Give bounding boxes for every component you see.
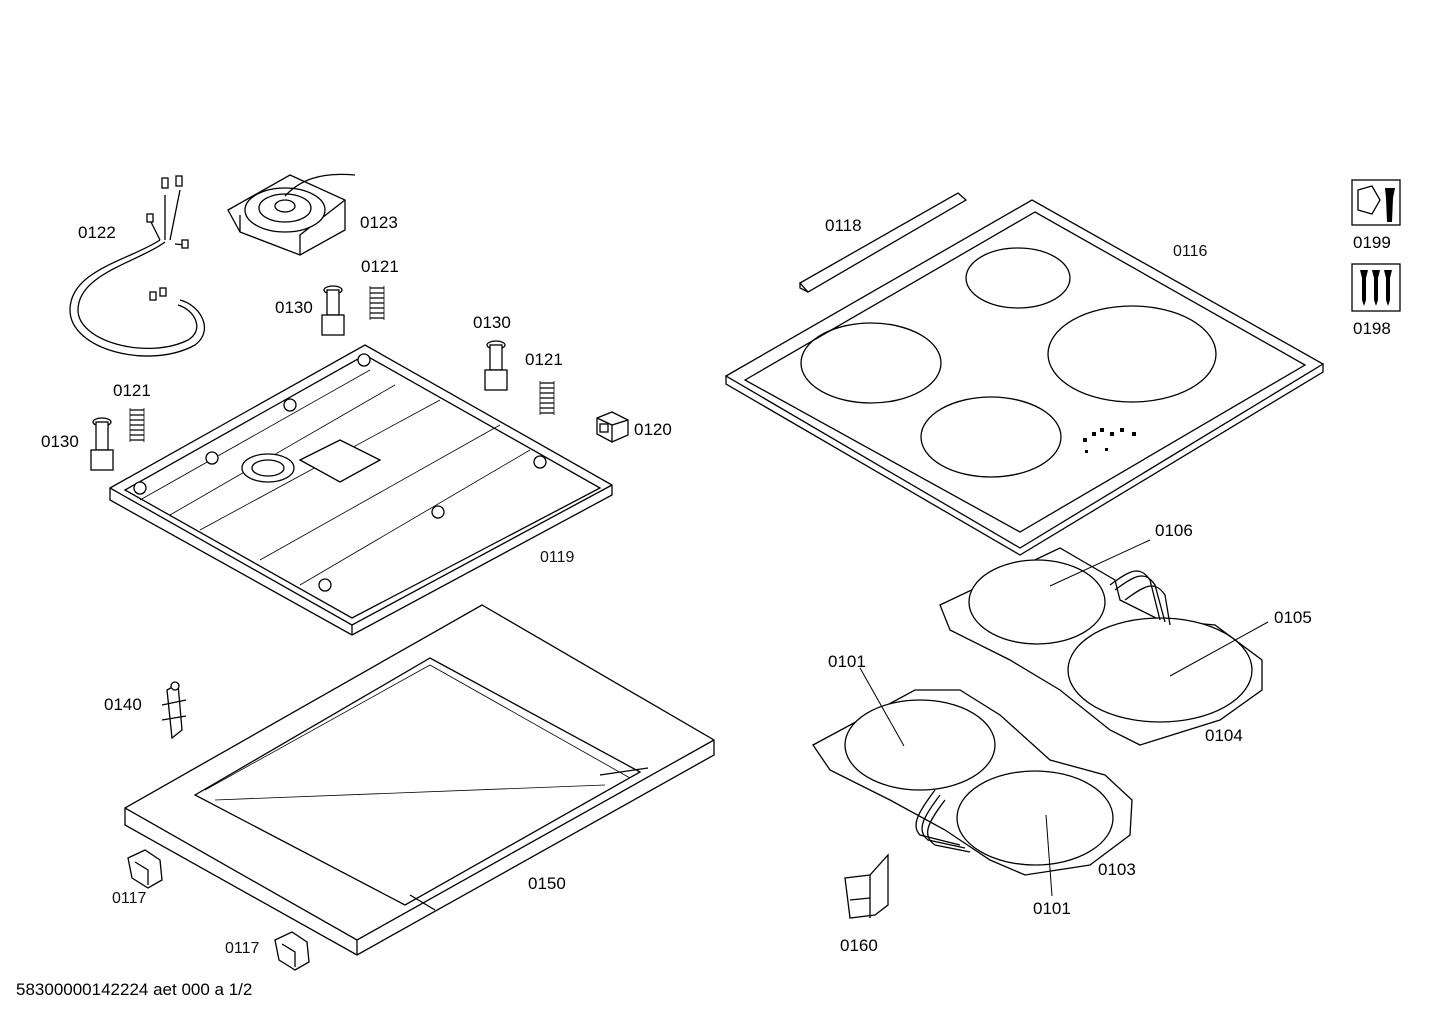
label-0105: 0105 <box>1274 608 1312 627</box>
label-0150: 0150 <box>528 874 566 893</box>
seal-strip-0118 <box>798 192 968 293</box>
label-0117-b: 0117 <box>225 940 260 957</box>
plug-0140 <box>161 681 187 740</box>
label-0160: 0160 <box>840 936 878 955</box>
label-0121-a: 0121 <box>361 257 399 276</box>
label-0123: 0123 <box>360 213 398 232</box>
label-0122: 0122 <box>78 223 116 242</box>
label-0104: 0104 <box>1205 726 1243 745</box>
label-0121-b: 0121 <box>525 350 563 369</box>
foot-0130-a <box>321 285 345 336</box>
spring-0121-a <box>369 286 385 320</box>
label-0106: 0106 <box>1155 521 1193 540</box>
label-0130-b: 0130 <box>473 313 511 332</box>
screws-icon <box>1351 263 1401 312</box>
mounting-frame-0150 <box>124 604 715 956</box>
heater-carrier-0104 <box>939 547 1263 746</box>
cooling-fan-0123 <box>227 173 356 256</box>
spring-0121-c <box>129 408 145 442</box>
label-0116: 0116 <box>1173 243 1208 260</box>
wrench-nut-icon <box>1351 179 1401 226</box>
label-0130-a: 0130 <box>275 298 313 317</box>
leader-lines <box>859 539 1269 897</box>
label-0140: 0140 <box>104 695 142 714</box>
label-0130-c: 0130 <box>41 432 79 451</box>
label-0198: 0198 <box>1353 319 1391 338</box>
housing-tray-0119 <box>109 344 613 636</box>
clip-0117-a <box>127 849 163 889</box>
foot-0130-c <box>90 417 114 471</box>
label-0119: 0119 <box>540 549 575 566</box>
label-0199: 0199 <box>1353 233 1391 252</box>
label-0101-a: 0101 <box>828 652 866 671</box>
label-0118: 0118 <box>825 216 862 235</box>
control-symbols <box>1083 428 1136 453</box>
clip-0117-b <box>274 931 310 971</box>
label-0117-a: 0117 <box>112 890 147 907</box>
bracket-0160 <box>844 853 889 919</box>
foot-0130-b <box>484 340 508 391</box>
power-cable-0122 <box>69 175 206 357</box>
label-0121-c: 0121 <box>113 381 151 400</box>
label-0120: 0120 <box>634 420 672 439</box>
spring-0121-b <box>539 381 555 415</box>
heater-carrier-0103 <box>812 689 1133 876</box>
ceramic-top-0116 <box>724 199 1325 556</box>
drawing-reference-number: 58300000142224 aet 000 a 1/2 <box>16 980 253 999</box>
clip-0120 <box>596 411 629 443</box>
label-0101-b: 0101 <box>1033 899 1071 918</box>
label-0103: 0103 <box>1098 860 1136 879</box>
